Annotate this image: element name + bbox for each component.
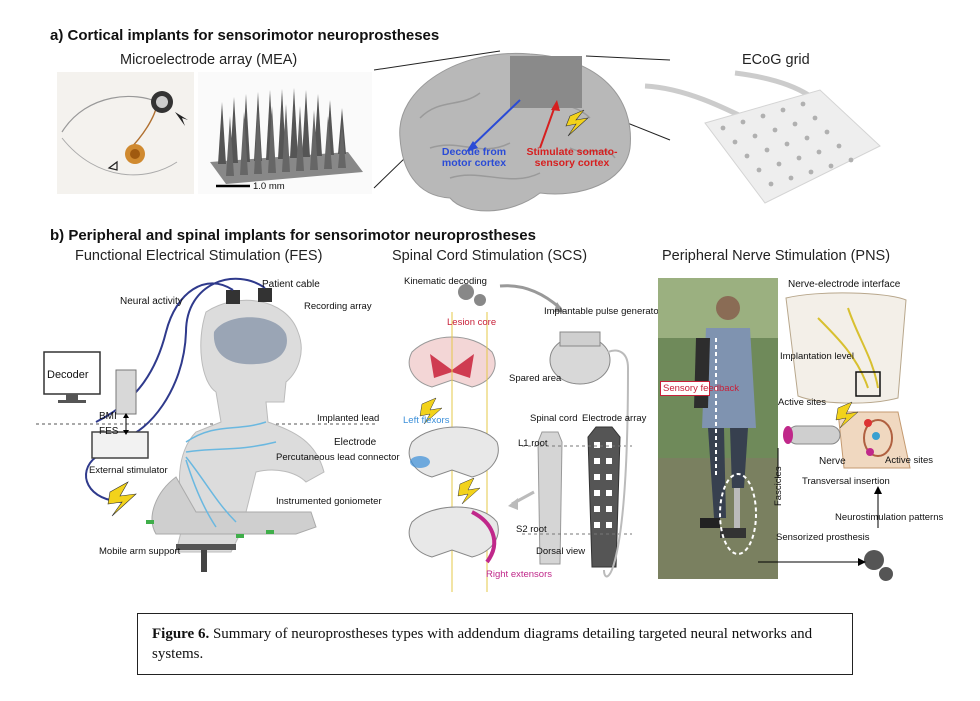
- ecog-grid-illustration: [644, 70, 881, 204]
- left-flexors-label: Left flexors: [403, 415, 450, 426]
- decoder-label: Decoder: [47, 369, 89, 381]
- electrode-array-label: Electrode array: [582, 413, 647, 424]
- pns-walking-illustration: [658, 278, 778, 579]
- neural-activity-label: Neural activity: [120, 296, 183, 307]
- sensory-feedback-label: Sensory feedback: [660, 381, 739, 396]
- percutaneous-label: Percutaneous lead connector: [276, 452, 400, 463]
- scs-title: Spinal Cord Stimulation (SCS): [392, 248, 588, 264]
- kinematic-decoding-label: Kinematic decoding: [404, 276, 487, 287]
- lesion-core-label: Lesion core: [447, 317, 497, 328]
- patient-cable-label: Patient cable: [262, 279, 320, 290]
- caption-label: Figure 6.: [152, 626, 210, 642]
- pns-diagram: [758, 292, 911, 581]
- implantable-pg-label: Implantable pulse generator: [544, 306, 662, 317]
- stimulate-label: Stimulate somato-sensory cortex: [526, 146, 618, 169]
- decode-label: Decode from motor cortex: [441, 146, 507, 169]
- scs-illustration: [408, 284, 632, 592]
- fes-label: FES: [99, 426, 119, 437]
- spared-area-label: Spared area: [509, 373, 562, 384]
- sensorized-prosthesis-label: Sensorized prosthesis: [776, 532, 870, 543]
- active-sites-top-label: Active sites: [778, 397, 827, 408]
- mea-spikes-illustration: [210, 88, 363, 188]
- s2-root-label: S2 root: [516, 524, 547, 535]
- section-b-title: b) Peripheral and spinal implants for se…: [50, 227, 536, 244]
- implantation-level-label: Implantation level: [780, 351, 854, 362]
- fascicles-label: Fascicles: [773, 466, 784, 506]
- external-stimulator-label: External stimulator: [89, 465, 168, 476]
- instrumented-goniometer-label: Instrumented goniometer: [276, 496, 382, 507]
- implanted-lead-label: Implanted lead: [317, 413, 380, 424]
- ecog-title: ECoG grid: [742, 52, 810, 68]
- mea-spikes-photo: [198, 72, 372, 194]
- mea-title: Microelectrode array (MEA): [120, 52, 298, 68]
- bmi-label: BMI: [99, 411, 117, 422]
- brain-illustration: [373, 50, 671, 212]
- fes-illustration: [36, 277, 376, 572]
- dorsal-view-label: Dorsal view: [536, 546, 586, 557]
- mea-wire-illustration: [61, 91, 188, 176]
- right-extensors-label: Right extensors: [486, 569, 553, 580]
- electrode-label: Electrode: [334, 437, 377, 448]
- caption-text: Summary of neuroprostheses types with ad…: [152, 626, 813, 662]
- scale-bar-label: 1.0 mm: [253, 181, 285, 192]
- recording-array-label: Recording array: [304, 301, 372, 312]
- pns-title: Peripheral Nerve Stimulation (PNS): [662, 248, 891, 264]
- transversal-insertion-label: Transversal insertion: [802, 476, 890, 487]
- fes-title: Functional Electrical Stimulation (FES): [75, 248, 323, 264]
- brain-electrode-grid: [510, 56, 582, 108]
- nerve-electrode-interface-label: Nerve-electrode interface: [788, 279, 901, 290]
- figure-caption: Figure 6. Summary of neuroprostheses typ…: [137, 613, 853, 675]
- pns-walking-photo: [658, 278, 778, 579]
- spinal-cord-label: Spinal cord: [530, 413, 578, 424]
- section-a-title: a) Cortical implants for sensorimotor ne…: [50, 27, 440, 44]
- mea-wire-photo: [57, 72, 194, 194]
- nerve-label: Nerve: [819, 456, 846, 467]
- mobile-arm-support-label: Mobile arm support: [99, 546, 181, 557]
- neurostimulation-patterns-label: Neurostimulation patterns: [835, 512, 944, 523]
- active-sites-right-label: Active sites: [885, 455, 934, 466]
- l1-root-label: L1 root: [518, 438, 548, 449]
